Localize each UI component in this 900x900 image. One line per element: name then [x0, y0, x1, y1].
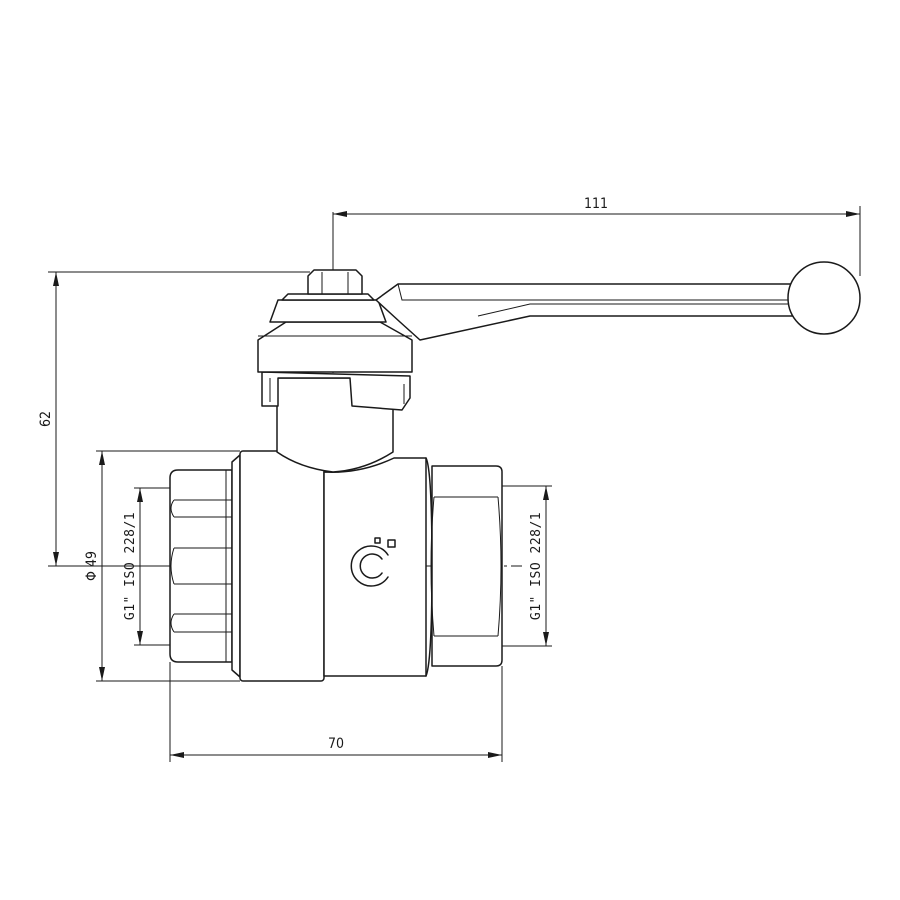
lever-ball-knob	[787, 261, 861, 335]
top-hex-nut	[307, 269, 363, 295]
left-collar	[231, 454, 241, 678]
dimension-height: 62	[38, 271, 310, 567]
right-thread-callout: G1" ISO 228/1	[502, 485, 552, 647]
dimension-height-label: 62	[38, 411, 54, 427]
dimension-body-length: 70	[169, 662, 503, 762]
right-thread-label: G1" ISO 228/1	[529, 512, 544, 620]
dimension-body-length-label: 70	[328, 736, 344, 752]
left-thread-label: G1" ISO 228/1	[123, 512, 138, 620]
valve-body	[323, 457, 433, 677]
body-ring	[239, 450, 325, 682]
dimension-lever-length-label: 111	[584, 196, 608, 212]
handle-cap	[257, 293, 413, 411]
dimension-body-diameter: Φ 49	[84, 450, 240, 682]
right-threaded-end	[430, 465, 503, 667]
lever-handle	[375, 261, 861, 341]
manufacturer-logo-icon	[350, 537, 396, 587]
left-hex-end	[169, 469, 233, 663]
dimension-body-diameter-label: Φ 49	[84, 551, 100, 581]
dimension-lever-length: 111	[332, 196, 861, 276]
left-thread-callout: G1" ISO 228/1	[123, 487, 170, 646]
